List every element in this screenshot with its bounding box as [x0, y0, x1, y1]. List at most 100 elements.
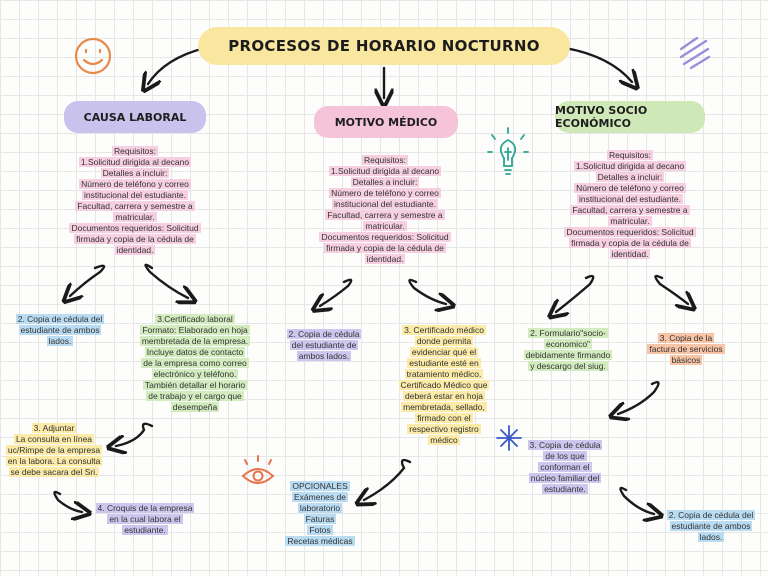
note-line-text: Número de teléfono y correo [79, 179, 191, 189]
note-line-text: conforman el [538, 462, 592, 472]
note-line-text: Requisitos: [111, 146, 159, 156]
note-line: médico [388, 435, 500, 446]
note-line: firmado con el [388, 413, 500, 424]
note-line: Facultad, carrera y semestre a [305, 210, 465, 221]
note-line: identidad. [305, 254, 465, 265]
note-line: desempeña [124, 402, 266, 413]
note-line-text: lados. [697, 532, 725, 542]
note-line: identidad. [50, 245, 220, 256]
note-line-text: en la labora. La consulta [5, 456, 103, 466]
note-line: básicos [640, 355, 732, 366]
arrow-adjuntar-croquis [53, 490, 82, 512]
note-line-text: Facultad, carrera y semestre a [325, 210, 445, 220]
note-line-text: Requisitos: [361, 155, 409, 165]
note-line-text: de trabajo y el cargo que [146, 391, 244, 401]
note-line-text: de los que [543, 451, 587, 461]
note-line-text: estudiante de ambos [669, 521, 753, 531]
note-line: se debe sacara del Sri. [0, 467, 108, 478]
note-line-text: identidad. [114, 245, 156, 255]
note-line: Exámenes de [278, 492, 362, 503]
note-line-text: Recetas médicas [285, 536, 355, 546]
smiley-icon [74, 37, 112, 75]
page-title: PROCESOS DE HORARIO NOCTURNO [198, 27, 570, 65]
note-line: de trabajo y el cargo que [124, 391, 266, 402]
note-line-text: institucional del estudiante. [331, 199, 439, 209]
note-line-text: debidamente firmando [523, 350, 613, 360]
note-line-text: identidad. [609, 249, 651, 259]
note-line: 2. Copia de cédula del [656, 510, 766, 521]
note-line-text: matricular. [608, 216, 652, 226]
arrow-socio-right [654, 274, 688, 304]
requisitos-socio: Requisitos:1.Solicitud dirigida al decan… [555, 150, 705, 260]
heading-motivo-medico: MOTIVO MÉDICO [314, 106, 458, 138]
heading-causa-laboral: CAUSA LABORAL [64, 101, 206, 133]
note-line-text: matricular. [363, 221, 407, 231]
note-line-text: Formato: Elaborado en hoja [140, 325, 250, 335]
note-line-text: Documentos requeridos: Solicitud [69, 223, 201, 233]
note-line: matricular. [305, 221, 465, 232]
note-line-text: donde permita [414, 336, 474, 346]
note-line-text: OPCIONALES [290, 481, 350, 491]
note-line: núcleo familiar del [516, 473, 614, 484]
note-line-text: Faturas [303, 514, 337, 524]
requisitos-laboral: Requisitos:1.Solicitud dirigida al decan… [50, 146, 220, 256]
note-line: de la empresa como correo [124, 358, 266, 369]
note-line: Formato: Elaborado en hoja [124, 325, 266, 336]
note-line: También detallar el horario [124, 380, 266, 391]
note-line: estudiante de ambos [4, 325, 116, 336]
note-line-text: 3. Copia de la [657, 333, 715, 343]
note-line: 1.Solicitud dirigida al decano [305, 166, 465, 177]
note-line-text: uc/Rimpe de la empresa [5, 445, 103, 455]
note-line: firmada y copia de la cédula de [50, 234, 220, 245]
note-line-text: Detalles a incluir: [595, 172, 665, 182]
note-line: Documentos requeridos: Solicitud [50, 223, 220, 234]
note-line: firmada y copia de la cédula de [555, 238, 705, 249]
note-line: economico" [512, 339, 624, 350]
note-line-text: Detalles a incluir: [100, 168, 170, 178]
note-line: Número de teléfono y correo [50, 179, 220, 190]
note-line: institucional del estudiante. [305, 199, 465, 210]
note-line: deberá estar en hoja [388, 391, 500, 402]
note-line: Detalles a incluir: [50, 168, 220, 179]
note-line-text: institucional del estudiante. [576, 194, 684, 204]
note-line: institucional del estudiante. [555, 194, 705, 205]
note-line-text: deberá estar en hoja [403, 391, 485, 401]
requisitos-medico: Requisitos:1.Solicitud dirigida al decan… [305, 155, 465, 265]
note-line-text: membretada de la empresa. [139, 336, 251, 346]
note-line: Incluye datos de contacto [124, 347, 266, 358]
note-line-text: 1.Solicitud dirigida al decano [573, 161, 687, 171]
note-line-text: Incluye datos de contacto [144, 347, 246, 357]
note-line-text: 1.Solicitud dirigida al decano [328, 166, 442, 176]
note-line: estudiante. [516, 484, 614, 495]
arrow-medico-left [320, 278, 353, 306]
note-line: ambos lados. [278, 351, 370, 362]
note-line: electrónico y teléfono. [124, 369, 266, 380]
note-line-text: Requisitos: [606, 150, 654, 160]
socio-formulario: 2. Formulario"socio-economico"debidament… [512, 328, 624, 372]
note-line-text: Número de teléfono y correo [574, 183, 686, 193]
heading-motivo-socio-economico: MOTIVO SOCIO ECONÓMICO [555, 101, 705, 133]
arrow-factura-nucleo [618, 381, 660, 414]
note-line: 1.Solicitud dirigida al decano [50, 157, 220, 168]
arrow-laboral-right [144, 263, 188, 298]
note-line-text: y descargo del siug. [528, 361, 608, 371]
note-line-text: economico" [543, 339, 593, 349]
note-line-text: 2. Copia de cédula del [15, 314, 105, 324]
note-line: del estudiante de [278, 340, 370, 351]
note-line: tratamiento médico. [388, 369, 500, 380]
arrow-certificado-opcionales [364, 458, 412, 500]
note-line-text: en la cual labora el [107, 514, 183, 524]
note-line-text: desempeña [170, 402, 220, 412]
asterisk-icon [496, 425, 522, 451]
note-line: Fotos [278, 525, 362, 536]
note-line: matricular. [50, 212, 220, 223]
note-line: institucional del estudiante. [50, 190, 220, 201]
note-line-text: 3. Certificado médico [402, 325, 486, 335]
